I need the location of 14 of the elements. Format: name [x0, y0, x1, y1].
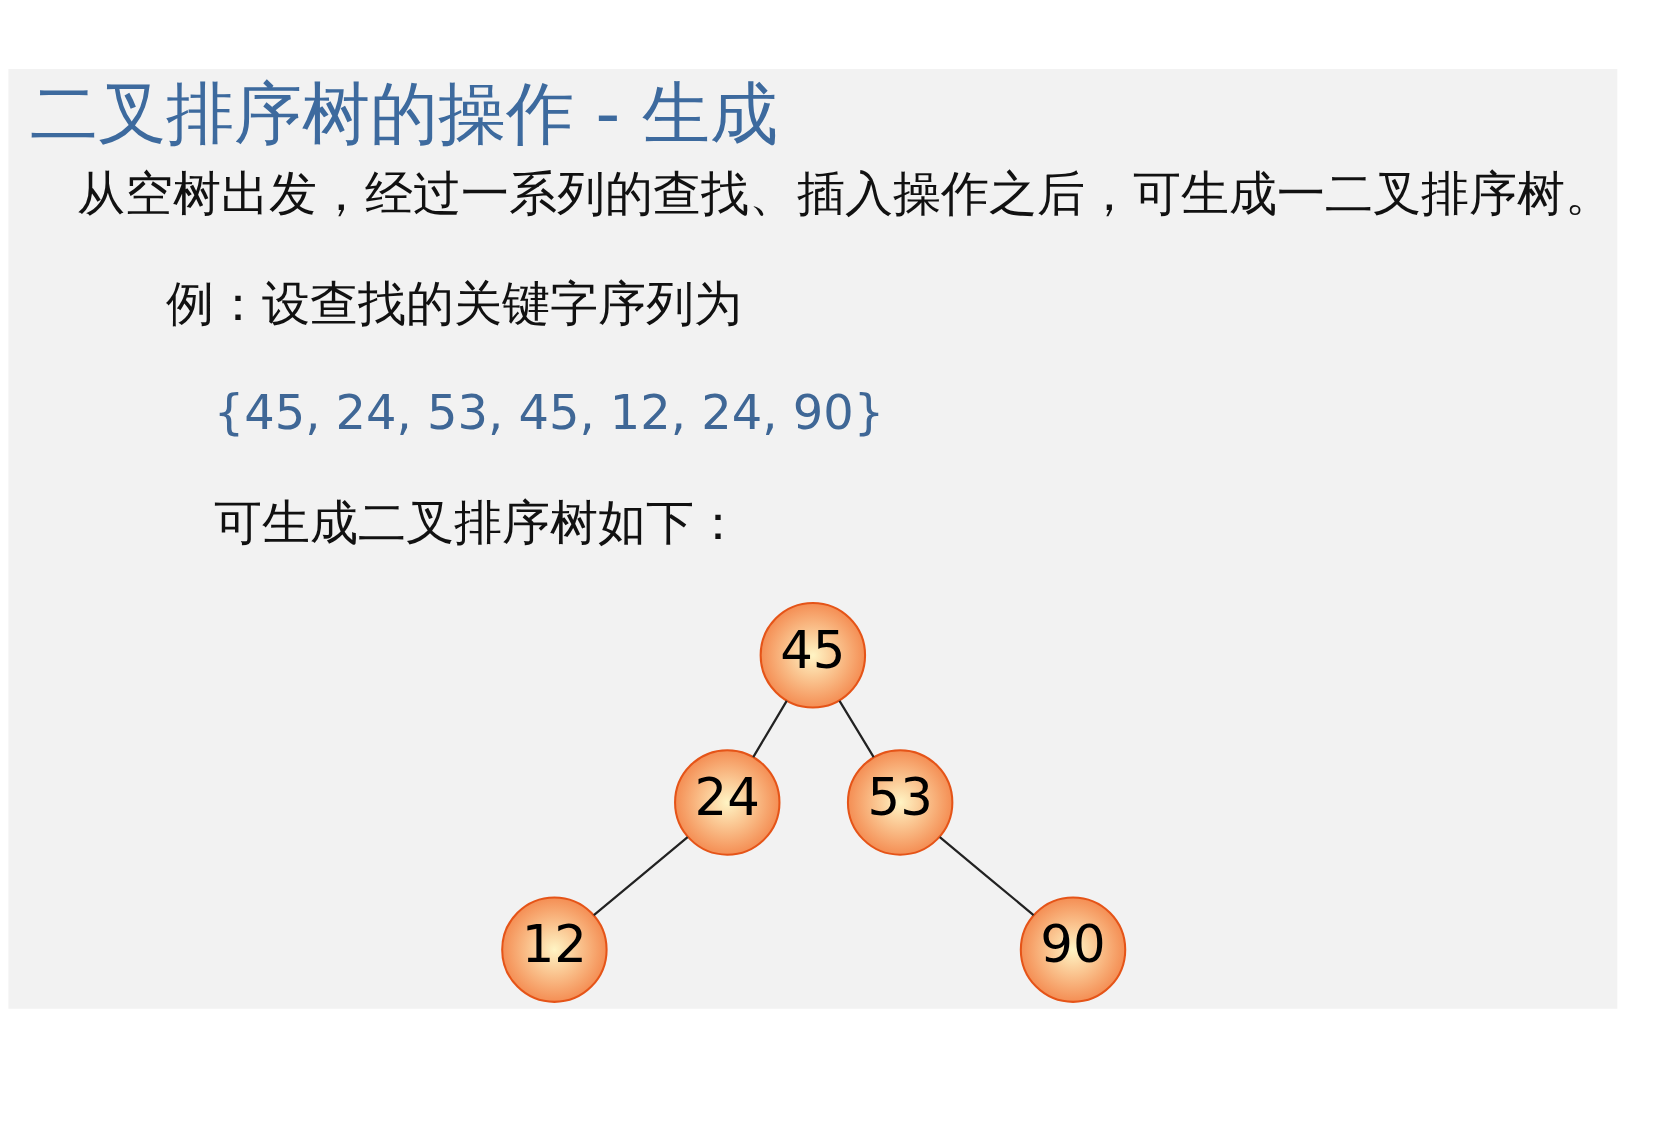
node-circle: 12 [501, 896, 608, 1003]
label: 可生成二叉排序树如下： [213, 494, 742, 550]
diagram-title: 二叉排序树的操作 - 生成 [29, 73, 778, 154]
connector [593, 836, 689, 916]
node-circle: 24 [674, 749, 781, 856]
label: 例：设查找的关键字序列为 [165, 275, 742, 331]
connector [752, 700, 788, 758]
node-circle: 90 [1019, 896, 1127, 1003]
label: 从空树出发，经过一系列的查找、插入操作之后，可生成一二叉排序树。 [76, 166, 1613, 222]
label: {45, 24, 53, 45, 12, 24, 90} [213, 385, 885, 441]
connector [939, 836, 1035, 916]
node-circle: 53 [846, 749, 954, 856]
connector [838, 700, 875, 758]
node-circle: 45 [759, 602, 867, 709]
